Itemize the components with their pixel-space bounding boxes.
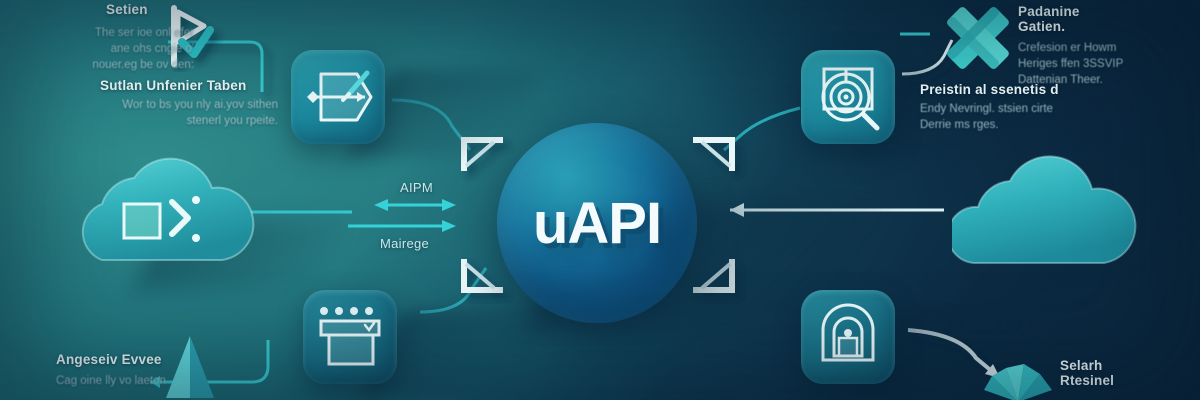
text-block-top-right-primary: Padanine Gatien. Crefesion er Howm Herig… (1018, 4, 1198, 88)
wire-analyze-to-hub (723, 106, 801, 152)
heading-padanine-2: Gatien. (1018, 19, 1066, 34)
central-hub-sphere[interactable] (497, 123, 697, 323)
line-tr-3: Dattenian Theer. (1018, 74, 1103, 86)
wire-analyze-to-cross (901, 39, 954, 76)
text-block-bottom-left: Angeseiv Evvee Cag oine lly vo laeton (56, 352, 286, 389)
tile-security[interactable] (801, 290, 895, 384)
hub-label: uAPI (532, 190, 662, 256)
text-block-top-right-secondary: Preistin al ssenetis d Endy Nevringl. st… (920, 82, 1180, 133)
wire-editor-to-hub (391, 98, 472, 151)
line-tls-2: stenerl you rpeite. (186, 115, 278, 127)
line-bl-1: Cag oine lly vo laeton (56, 375, 166, 387)
elbow-arrow-top-right (693, 137, 735, 171)
browser-window-icon (319, 307, 381, 366)
cloud-icon[interactable] (952, 145, 1182, 285)
fan-burst-icon (984, 364, 1052, 400)
heading-angeseiv: Angeseiv Evvee (56, 352, 162, 367)
cone-icon (166, 336, 214, 398)
flow-label-mairege: Mairege (380, 236, 430, 251)
flow-label-aipm: AIPM (400, 180, 433, 195)
line-tl-3: nouer.eg be ov den: (92, 59, 194, 71)
heading-sutlan: Sutlan Unfenier Taben (100, 78, 247, 93)
line-tl-1: The ser ioe onl efer (94, 27, 194, 39)
line-trs-2: Derrie ms rges. (920, 119, 999, 131)
elbow-arrow-top-left (461, 137, 503, 171)
text-block-bottom-right: Selarh Rtesinel (1060, 358, 1200, 388)
line-tls-1: Wor to bs you nly ai.yov sithen (122, 99, 278, 111)
tile-editor[interactable] (291, 50, 385, 144)
line-tl-2: ane ohs cngie o' (110, 43, 194, 55)
text-block-top-left-secondary: Sutlan Unfenier Taben Wor to bs you nly … (100, 78, 278, 129)
tile-analyze[interactable] (801, 50, 895, 144)
padlock-icon (821, 303, 875, 362)
cloud-code-icon[interactable] (62, 142, 262, 282)
heading-setien: Setien (106, 2, 148, 17)
heading-padanine-1: Padanine (1018, 4, 1080, 19)
line-tr-1: Crefesion er Howm (1018, 42, 1117, 54)
heading-preistin: Preistin al ssenetis d (920, 82, 1059, 97)
flow-arrow-right (348, 220, 456, 232)
cross-x-icon (947, 7, 1009, 69)
elbow-arrow-bottom-left (461, 259, 503, 293)
line-trs-1: Endy Nevringl. stsien cirte (920, 103, 1053, 115)
flow-arrow-bidirectional (374, 199, 456, 211)
heading-rtesinel: Rtesinel (1060, 373, 1115, 388)
arrow-pencil-icon (307, 70, 373, 122)
line-tr-2: Heriges ffen 3SSVIP (1018, 58, 1124, 70)
heading-selarh: Selarh (1060, 358, 1103, 373)
tile-window[interactable] (303, 290, 397, 384)
text-block-top-left-primary: Setien The ser ioe onl efer ane ohs cngi… (14, 2, 194, 73)
flag-check-icon (171, 5, 214, 67)
target-magnifier-icon (821, 67, 880, 131)
